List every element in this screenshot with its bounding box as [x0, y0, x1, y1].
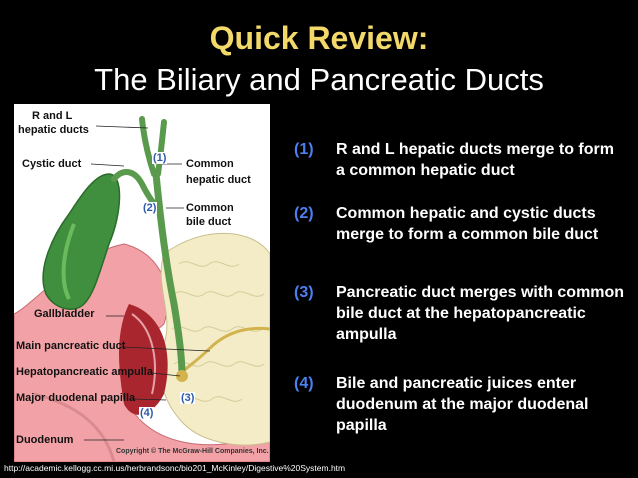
review-item-3-text: Pancreatic duct merges with common bile … — [336, 284, 625, 343]
marker-3: (3) — [180, 392, 196, 404]
label-common-bile-duct-line1: Common — [186, 202, 234, 214]
marker-1: (1) — [152, 152, 168, 164]
review-item-1-text: R and L hepatic ducts merge to form a co… — [336, 141, 614, 179]
review-item-4-number: (4) — [294, 375, 314, 392]
review-item-1-number: (1) — [294, 141, 314, 158]
label-cystic-duct: Cystic duct — [22, 158, 82, 170]
label-common-bile-duct-line2: bile duct — [186, 216, 232, 228]
anatomy-figure: R and L hepatic ducts Cystic duct Common… — [14, 104, 270, 462]
label-rl-hepatic-ducts-line2: hepatic ducts — [18, 124, 89, 136]
label-hepatopancreatic-ampulla: Hepatopancreatic ampulla — [16, 366, 153, 378]
slide-title: Quick Review: — [209, 20, 429, 56]
slide-subtitle: The Biliary and Pancreatic Ducts — [94, 62, 544, 97]
label-duodenum: Duodenum — [16, 434, 74, 446]
review-item-4-text: Bile and pancreatic juices enter duodenu… — [336, 375, 589, 434]
anatomy-illustration — [14, 116, 270, 462]
review-item-3-number: (3) — [294, 284, 314, 301]
review-item-2-text: Common hepatic and cystic ducts merge to… — [336, 205, 599, 243]
label-common-hepatic-duct-line2: hepatic duct — [186, 174, 251, 186]
review-item-2-number: (2) — [294, 205, 314, 222]
label-main-pancreatic-duct: Main pancreatic duct — [16, 340, 126, 352]
label-rl-hepatic-ducts-line1: R and L — [32, 110, 73, 122]
label-major-duodenal-papilla: Major duodenal papilla — [16, 392, 136, 404]
label-common-hepatic-duct-line1: Common — [186, 158, 234, 170]
source-url[interactable]: http://academic.kellogg.cc.mi.us/herbran… — [4, 463, 346, 473]
label-gallbladder: Gallbladder — [34, 308, 95, 320]
marker-4: (4) — [139, 407, 155, 419]
copyright-notice: Copyright © The McGraw-Hill Companies, I… — [116, 448, 269, 455]
marker-2: (2) — [142, 202, 158, 214]
